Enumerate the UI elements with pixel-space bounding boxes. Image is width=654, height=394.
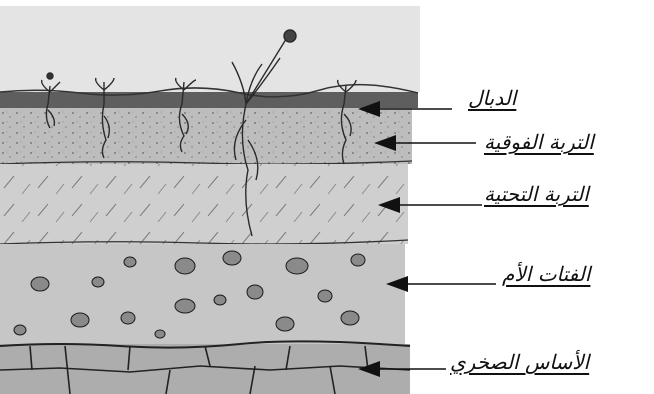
rock [175, 299, 195, 313]
arrow-subsoil [378, 197, 482, 213]
rock [14, 325, 26, 335]
label-parent-material: الفتات الأم [502, 264, 590, 284]
rock [351, 254, 365, 266]
sky-band [0, 6, 420, 92]
label-subsoil-text: التربة التحتية [484, 182, 589, 206]
rock [124, 257, 136, 267]
rock [155, 330, 165, 338]
rock [223, 251, 241, 265]
rock [276, 317, 294, 331]
label-bedrock: الأساس الصخري [450, 352, 589, 372]
rock [247, 285, 263, 299]
label-parent-material-text: الفتات الأم [502, 262, 590, 286]
label-topsoil: التربة الفوقية [484, 132, 594, 152]
label-subsoil: التربة التحتية [484, 184, 589, 204]
parent-material-layer [0, 244, 405, 344]
rock [71, 313, 89, 327]
label-humus: الدبال [468, 88, 516, 108]
rock [341, 311, 359, 325]
label-bedrock-text: الأساس الصخري [450, 350, 589, 374]
rock [92, 277, 104, 287]
rock [286, 258, 308, 274]
subsoil-layer [0, 164, 408, 244]
arrow-parent [386, 276, 496, 292]
rock [175, 258, 195, 274]
rock [31, 277, 49, 291]
bedrock-layer [0, 341, 410, 394]
rock [214, 295, 226, 305]
label-humus-text: الدبال [468, 86, 516, 110]
rock [121, 312, 135, 324]
label-topsoil-text: التربة الفوقية [484, 130, 594, 154]
rock [318, 290, 332, 302]
